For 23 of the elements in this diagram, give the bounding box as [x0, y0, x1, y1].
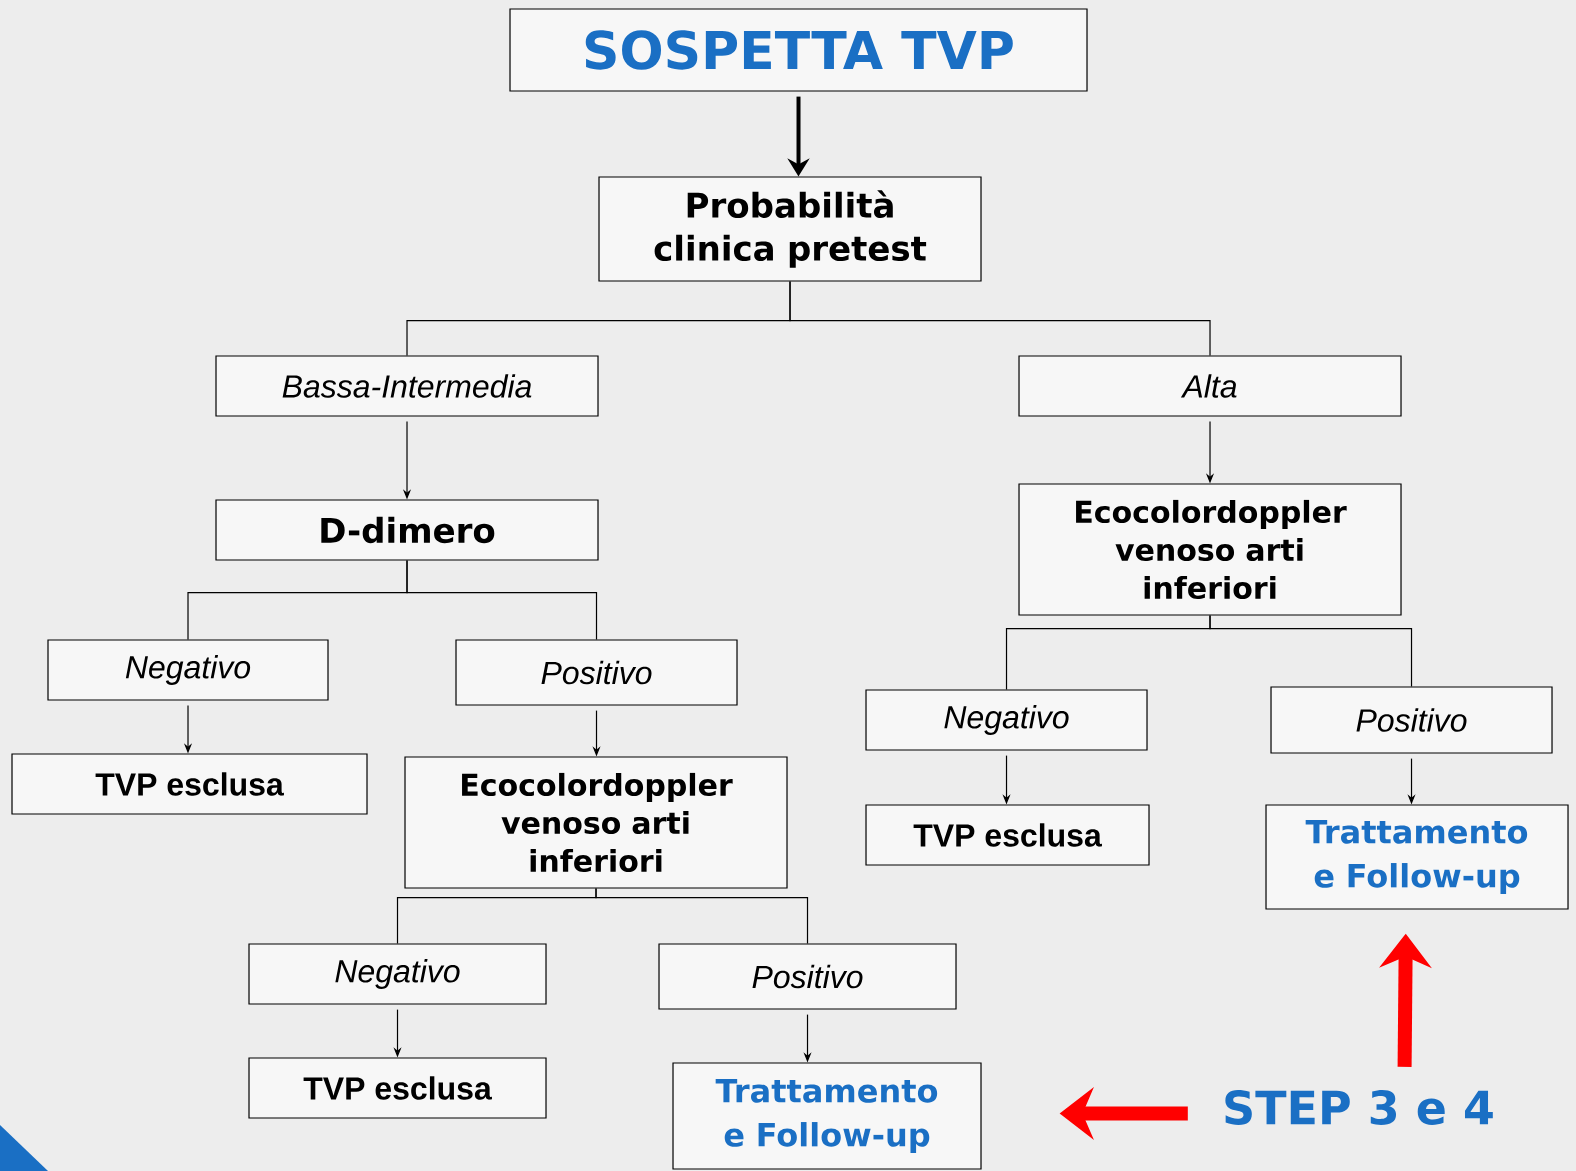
result-box: TVP esclusa [248, 1057, 547, 1119]
outcome-box: Positivo [658, 943, 957, 1010]
connector-line [789, 281, 1211, 356]
result-box: Trattamento e Follow-up [1265, 804, 1569, 910]
connector-line [595, 888, 809, 944]
outcome-box: Negativo [248, 943, 547, 1005]
process-box: Ecocolordoppler venoso arti inferiori [404, 756, 788, 889]
connector-line [406, 560, 598, 640]
outcome-box: Positivo [1270, 686, 1553, 754]
step-label: STEP 3 e 4 [1225, 1090, 1493, 1125]
process-box: D-dimero [215, 499, 599, 561]
outcome-box: Negativo [865, 689, 1148, 751]
connector-line [1209, 615, 1413, 687]
process-box: Ecocolordoppler venoso arti inferiori [1018, 483, 1402, 616]
outcome-box: Negativo [47, 639, 329, 701]
outcome-box: Positivo [455, 639, 738, 706]
title-box: SOSPETTA TVP [509, 8, 1088, 92]
result-box: Trattamento e Follow-up [672, 1062, 982, 1170]
result-box: TVP esclusa [11, 753, 368, 815]
result-box: TVP esclusa [865, 804, 1150, 866]
process-box: Probabilità clinica pretest [598, 176, 982, 282]
outcome-box: Bassa-Intermedia [215, 355, 599, 417]
outcome-box: Alta [1018, 355, 1402, 417]
